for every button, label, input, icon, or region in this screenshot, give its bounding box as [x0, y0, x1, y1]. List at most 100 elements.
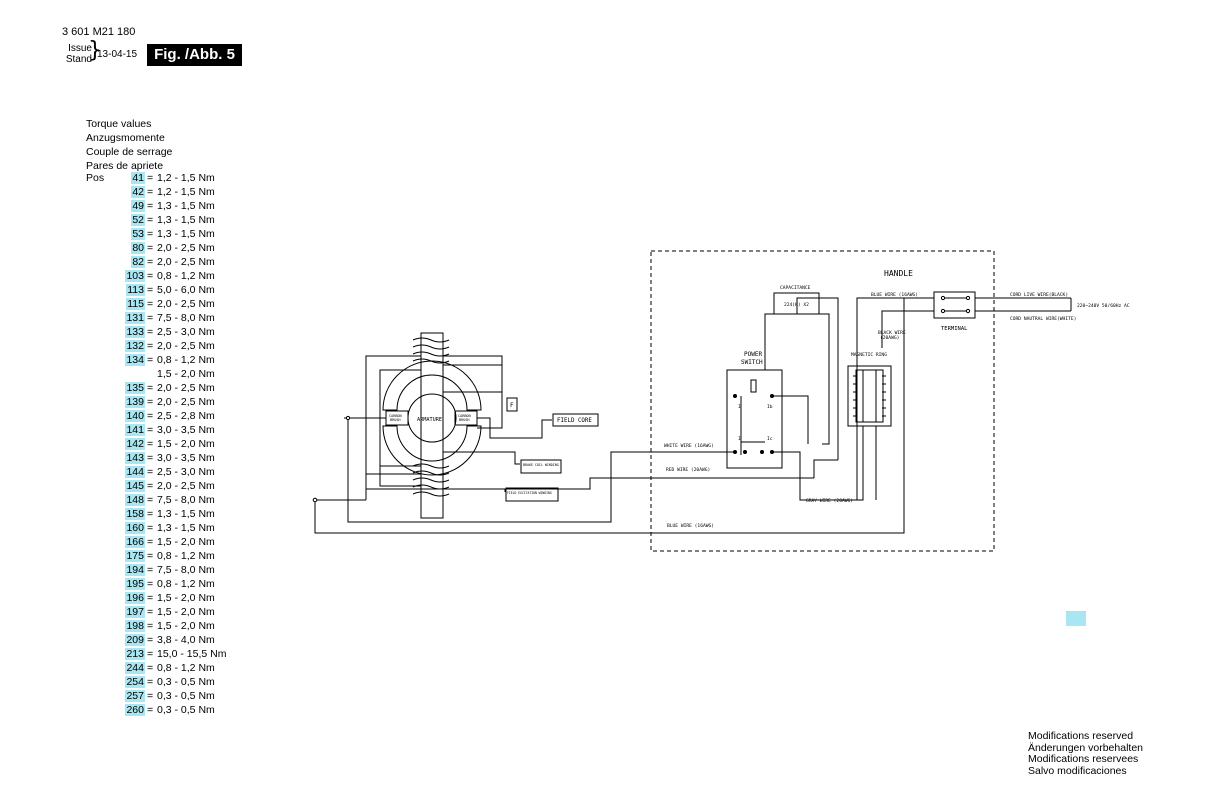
torque-value: 1,5 - 2,0 Nm	[157, 606, 215, 618]
torque-pos: 132	[107, 339, 145, 353]
torque-pos-number: 175	[125, 550, 145, 562]
pos-label: Pos	[86, 172, 105, 184]
torque-pos: 135	[107, 381, 145, 395]
torque-value: 7,5 - 8,0 Nm	[157, 494, 215, 506]
equals-sign: =	[147, 242, 154, 254]
blue-wire-bottom-label: BLUE WIRE (16AWG)	[667, 523, 714, 529]
torque-pos-number: 166	[125, 536, 145, 548]
torque-pos: 131	[107, 311, 145, 325]
torque-pos-number: 158	[125, 508, 145, 520]
cord-neutral-label: CORD NAUTRAL WIRE(WHITE)	[1010, 316, 1076, 322]
torque-titles: Torque values Anzugsmomente Couple de se…	[86, 117, 172, 173]
torque-pos: 52	[107, 213, 145, 227]
power-switch-label: POWER SWITCH	[741, 351, 766, 366]
torque-value: 1,3 - 1,5 Nm	[157, 228, 215, 240]
black-wire-label: BLACK WIRE (20AWG)	[878, 330, 908, 341]
equals-sign: =	[147, 312, 154, 324]
footer-notes: Modifications reserved Änderungen vorbeh…	[1028, 730, 1144, 777]
torque-pos: 80	[107, 241, 145, 255]
equals-sign: =	[147, 284, 154, 296]
equals-sign: =	[147, 410, 154, 422]
cyan-marker	[1066, 611, 1086, 626]
equals-sign: =	[147, 186, 154, 198]
torque-value: 2,0 - 2,5 Nm	[157, 298, 215, 310]
stator-upper-half	[382, 360, 482, 411]
torque-pos-number: 197	[125, 606, 145, 618]
torque-pos-number: 196	[125, 592, 145, 604]
torque-pos: 139	[107, 395, 145, 409]
torque-pos-number: 257	[125, 690, 145, 702]
switch-contact-ic: Ic	[767, 436, 773, 442]
brace-glyph: }	[88, 38, 102, 63]
torque-pos: 244	[107, 661, 145, 675]
equals-sign: =	[147, 214, 154, 226]
torque-value: 0,8 - 1,2 Nm	[157, 662, 215, 674]
part-number: 3 601 M21 180	[62, 26, 136, 38]
torque-value: 2,5 - 3,0 Nm	[157, 326, 215, 338]
red-wire-label: RED WIRE (20AWG)	[666, 467, 710, 473]
equals-sign: =	[147, 326, 154, 338]
footer-de: Änderungen vorbehalten	[1028, 741, 1144, 754]
torque-pos: 49	[107, 199, 145, 213]
equals-sign: =	[147, 494, 154, 506]
torque-pos-number: 195	[125, 578, 145, 590]
torque-value: 2,0 - 2,5 Nm	[157, 382, 215, 394]
torque-pos: 140	[107, 409, 145, 423]
torque-value: 1,5 - 2,0 Nm	[157, 620, 215, 632]
torque-value: 3,0 - 3,5 Nm	[157, 424, 215, 436]
torque-pos: 113	[107, 283, 145, 297]
torque-pos: 257	[107, 689, 145, 703]
equals-sign: =	[147, 354, 154, 366]
torque-value: 1,5 - 2,0 Nm	[157, 368, 215, 380]
equals-sign: =	[147, 648, 154, 660]
equals-sign: =	[147, 228, 154, 240]
field-excitation-box	[505, 487, 559, 502]
torque-pos-number: 135	[125, 382, 145, 394]
equals-sign: =	[147, 340, 154, 352]
equals-sign: =	[147, 452, 154, 464]
equals-sign: =	[147, 620, 154, 632]
torque-pos-number: 260	[125, 704, 145, 716]
equals-sign: =	[147, 564, 154, 576]
magnetic-ring	[847, 365, 892, 427]
torque-title-fr: Couple de serrage	[86, 146, 173, 158]
figure-badge: Fig. /Abb. 5	[147, 44, 242, 66]
gray-wire-label: GRAY WIRE (20AWG)	[806, 498, 853, 504]
torque-pos-number: 198	[125, 620, 145, 632]
torque-value: 7,5 - 8,0 Nm	[157, 312, 215, 324]
torque-value: 2,5 - 2,8 Nm	[157, 410, 215, 422]
equals-sign: =	[147, 634, 154, 646]
torque-pos: 145	[107, 479, 145, 493]
equals-sign: =	[147, 578, 154, 590]
equals-sign: =	[147, 690, 154, 702]
equals-sign: =	[147, 298, 154, 310]
stator-lower-half	[382, 425, 482, 476]
torque-pos: 82	[107, 255, 145, 269]
power-switch	[726, 369, 783, 469]
torque-pos-number: 160	[125, 522, 145, 534]
terminal-block	[933, 291, 976, 319]
torque-pos: 143	[107, 451, 145, 465]
torque-pos-number: 42	[131, 186, 145, 198]
torque-value: 0,3 - 0,5 Nm	[157, 690, 215, 702]
field-core-box	[552, 413, 599, 427]
equals-sign: =	[147, 382, 154, 394]
torque-value: 1,2 - 1,5 Nm	[157, 172, 215, 184]
torque-value: 1,2 - 1,5 Nm	[157, 186, 215, 198]
torque-value: 7,5 - 8,0 Nm	[157, 564, 215, 576]
torque-title-es: Pares de apriete	[86, 160, 164, 172]
torque-pos-number: 244	[125, 662, 145, 674]
torque-pos-number: 144	[125, 466, 145, 478]
top-field-coil	[412, 337, 450, 364]
torque-pos-number: 133	[125, 326, 145, 338]
torque-title-de: Anzugsmomente	[86, 132, 165, 144]
issue-label: Issue	[68, 43, 92, 54]
torque-pos-number: 113	[126, 284, 145, 296]
torque-pos-number: 49	[131, 200, 145, 212]
torque-pos-number: 115	[126, 298, 145, 310]
handle-enclosure	[650, 250, 995, 552]
torque-title-en: Torque values	[86, 118, 152, 130]
equals-sign: =	[147, 704, 154, 716]
torque-pos-number: 142	[125, 438, 145, 450]
